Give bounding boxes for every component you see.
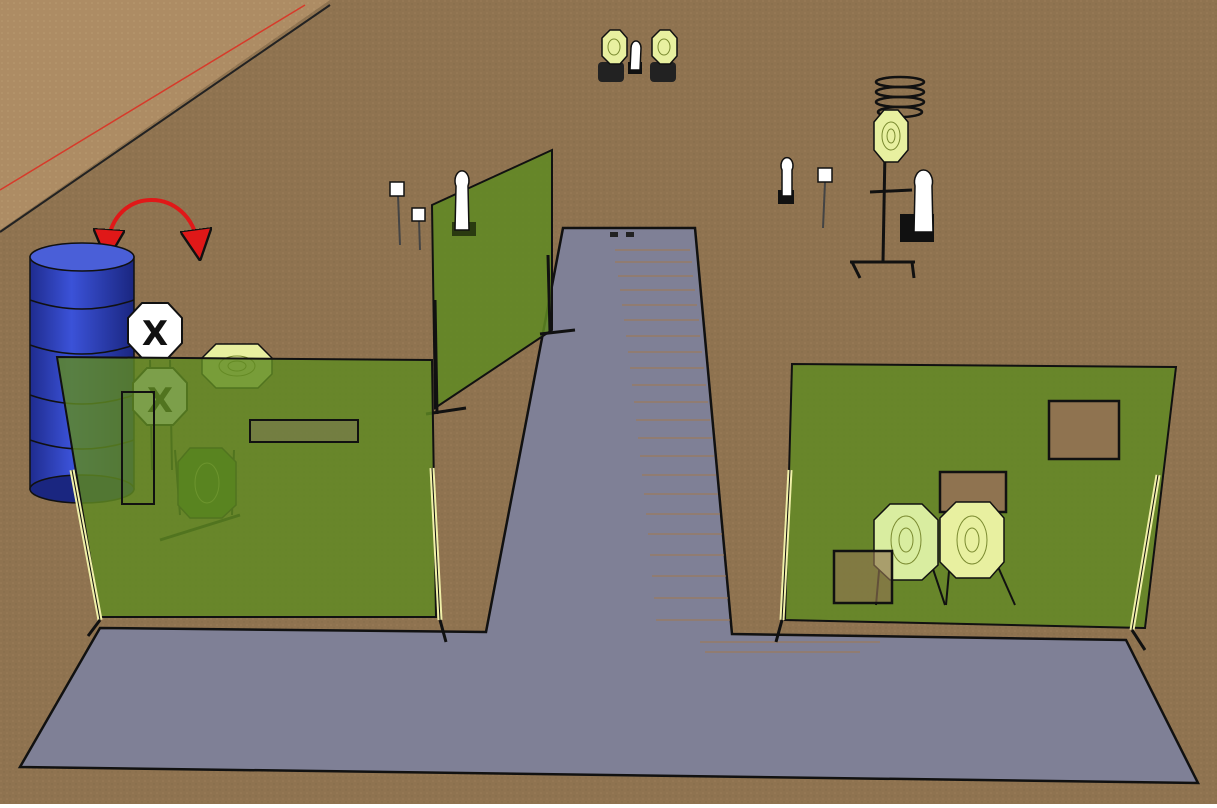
right-wall: [776, 364, 1176, 650]
right-wall-port-high: [1049, 401, 1119, 459]
no-shoot-1-mark: X: [142, 314, 168, 354]
no-shoot-1: X: [128, 303, 182, 358]
paper-target-far-2: [650, 30, 677, 82]
left-wall-port: [250, 420, 358, 442]
right-wall-port-low: [834, 551, 892, 603]
left-wall: [57, 357, 446, 642]
paper-target-far-1: [598, 30, 627, 82]
